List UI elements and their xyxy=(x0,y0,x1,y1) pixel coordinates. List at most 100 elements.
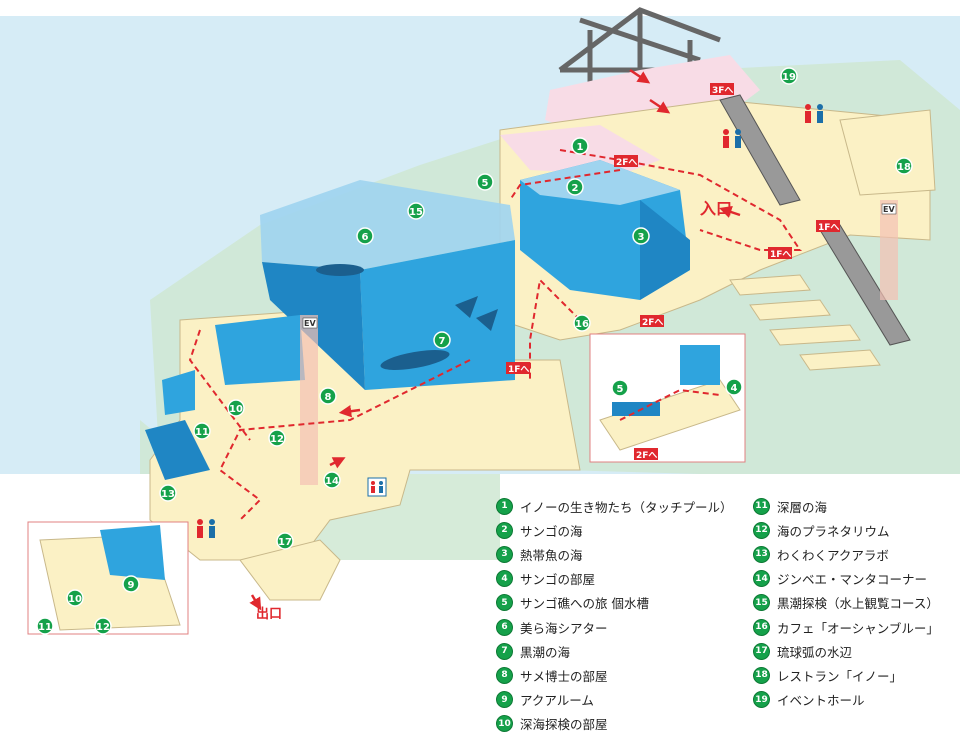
svg-text:1: 1 xyxy=(577,142,584,153)
legend-label: サンゴの海 xyxy=(520,523,583,539)
svg-text:12: 12 xyxy=(96,622,110,633)
area-marker[interactable]: 12 xyxy=(94,617,112,635)
legend-label: サンゴ礁への旅 個水槽 xyxy=(520,596,649,612)
legend-label: 黒潮の海 xyxy=(520,644,571,660)
legend-item[interactable]: 6 美ら海シアター xyxy=(496,615,733,639)
area-marker[interactable]: 18 xyxy=(895,157,913,175)
legend-label: 美ら海シアター xyxy=(520,620,608,636)
svg-text:13: 13 xyxy=(161,489,175,500)
svg-text:12: 12 xyxy=(270,434,284,445)
legend-number-badge: 2 xyxy=(496,521,513,539)
whale-shark xyxy=(380,350,450,370)
area-marker[interactable]: 19 xyxy=(780,67,798,85)
svg-text:6: 6 xyxy=(362,232,369,243)
area-marker[interactable]: 7 xyxy=(433,331,451,349)
area-markers: 1 2 3 4 5 5 6 7 8 9 10 10 11 11 12 12 13… xyxy=(36,67,913,635)
legend-item[interactable]: 7 黒潮の海 xyxy=(496,639,733,663)
legend-item[interactable]: 5 サンゴ礁への旅 個水槽 xyxy=(496,591,733,615)
elevator-shaft-right xyxy=(880,200,898,300)
area-marker[interactable]: 8 xyxy=(319,387,337,405)
exit-hall xyxy=(239,539,341,601)
legend-number-badge: 9 xyxy=(496,691,513,709)
svg-text:1Fへ: 1Fへ xyxy=(770,250,791,260)
legend-label: わくわくアクアラボ xyxy=(777,547,889,563)
legend-number-badge: 12 xyxy=(753,521,770,539)
ev-tags: EV EV xyxy=(302,203,897,329)
legend-number-badge: 3 xyxy=(496,545,513,563)
area-marker[interactable]: 3 xyxy=(632,227,650,245)
area-marker[interactable]: 11 xyxy=(36,617,54,635)
legend-number-badge: 7 xyxy=(496,642,513,660)
area-marker[interactable]: 5 xyxy=(476,173,494,191)
legend-label: 琉球弧の水辺 xyxy=(777,644,853,660)
entrance-sign: 入口 xyxy=(700,199,732,218)
whale-shark-upper xyxy=(316,264,364,276)
svg-text:17: 17 xyxy=(278,537,292,548)
svg-text:18: 18 xyxy=(897,162,911,173)
area-marker[interactable]: 16 xyxy=(573,314,591,332)
legend-label: 海のプラネタリウム xyxy=(777,523,890,539)
svg-text:5: 5 xyxy=(617,384,624,395)
area-marker[interactable]: 17 xyxy=(276,532,294,550)
area-marker[interactable]: 13 xyxy=(159,484,177,502)
area-marker[interactable]: 12 xyxy=(268,429,286,447)
area-marker[interactable]: 4 xyxy=(725,378,743,396)
area-marker[interactable]: 9 xyxy=(122,575,140,593)
legend-number-badge: 14 xyxy=(753,570,770,588)
kuroshio-tank-top xyxy=(260,180,515,270)
area-marker[interactable]: 11 xyxy=(193,422,211,440)
legend-number-badge: 17 xyxy=(753,642,770,660)
legend-item[interactable]: 17 琉球弧の水辺 xyxy=(753,639,939,663)
svg-text:EV: EV xyxy=(304,319,316,328)
aqua-room-tank xyxy=(162,370,195,415)
exit-sign: 出口 xyxy=(256,606,282,622)
legend-number-badge: 4 xyxy=(496,570,513,588)
legend-item[interactable]: 16 カフェ「オーシャンブルー」 xyxy=(753,615,939,639)
shark-room-tank xyxy=(215,315,305,385)
area-marker[interactable]: 15 xyxy=(407,202,425,220)
legend-number-badge: 16 xyxy=(753,618,770,636)
area-marker[interactable]: 5 xyxy=(611,379,629,397)
area-marker[interactable]: 1 xyxy=(571,137,589,155)
legend-number-badge: 18 xyxy=(753,666,770,684)
area-marker[interactable]: 2 xyxy=(566,178,584,196)
legend-label: サメ博士の部屋 xyxy=(520,668,608,684)
legend-item[interactable]: 4 サンゴの部屋 xyxy=(496,567,733,591)
floor-tags: 3Fへ 2Fへ 1Fへ 1Fへ 2Fへ 1Fへ 2Fへ xyxy=(506,83,840,461)
legend-label: サンゴの部屋 xyxy=(520,572,596,588)
deep-sea-tank xyxy=(145,420,210,480)
svg-text:5: 5 xyxy=(482,178,489,189)
svg-text:3Fへ: 3Fへ xyxy=(712,86,733,96)
legend-label: カフェ「オーシャンブルー」 xyxy=(777,620,939,636)
legend-item[interactable]: 12 海のプラネタリウム xyxy=(753,518,939,542)
legend-number-badge: 5 xyxy=(496,594,513,612)
svg-text:1Fへ: 1Fへ xyxy=(818,223,839,233)
area-marker[interactable]: 10 xyxy=(227,399,245,417)
route-arrows xyxy=(249,68,741,611)
legend-item[interactable]: 2 サンゴの海 xyxy=(496,518,733,542)
area-marker[interactable]: 14 xyxy=(323,471,341,489)
area-marker[interactable]: 10 xyxy=(66,589,84,607)
restroom-icon xyxy=(723,129,741,148)
svg-text:2Fへ: 2Fへ xyxy=(616,158,637,168)
area-marker[interactable]: 6 xyxy=(356,227,374,245)
kuroshio-tank-front xyxy=(360,240,515,390)
restroom-icon xyxy=(805,104,823,123)
legend-number-badge: 6 xyxy=(496,618,513,636)
legend-label: イベントホール xyxy=(777,693,865,709)
svg-text:11: 11 xyxy=(38,622,52,633)
svg-text:9: 9 xyxy=(128,580,135,591)
